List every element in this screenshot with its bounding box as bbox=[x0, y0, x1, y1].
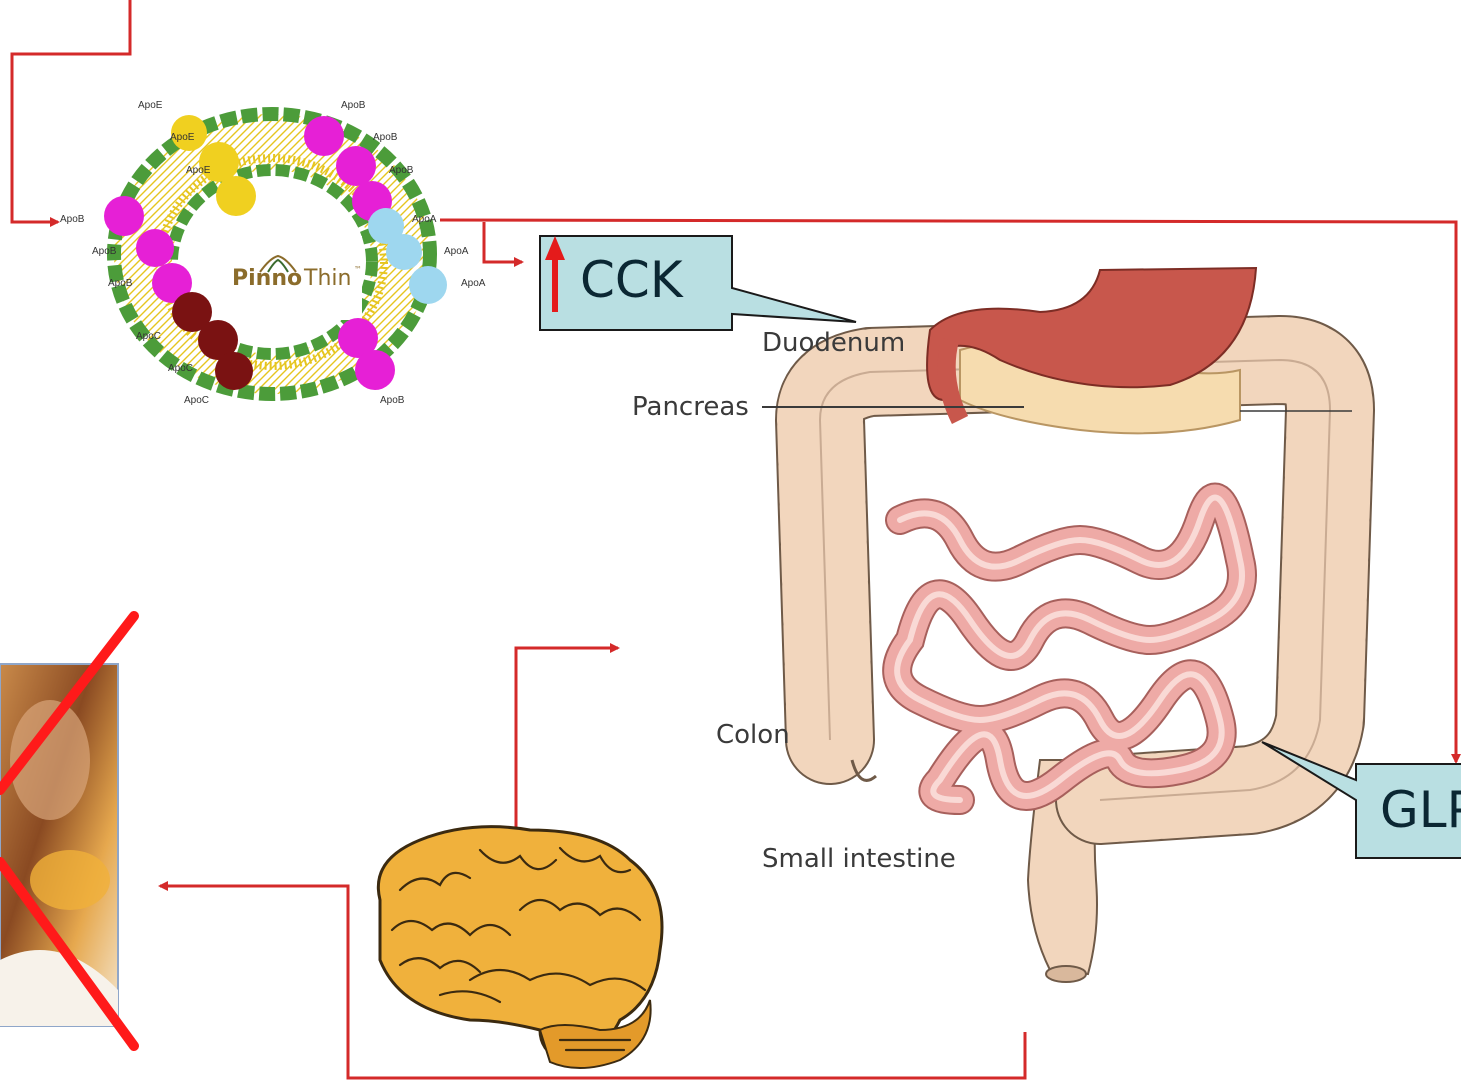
food-photo-crossed bbox=[0, 0, 1461, 1081]
